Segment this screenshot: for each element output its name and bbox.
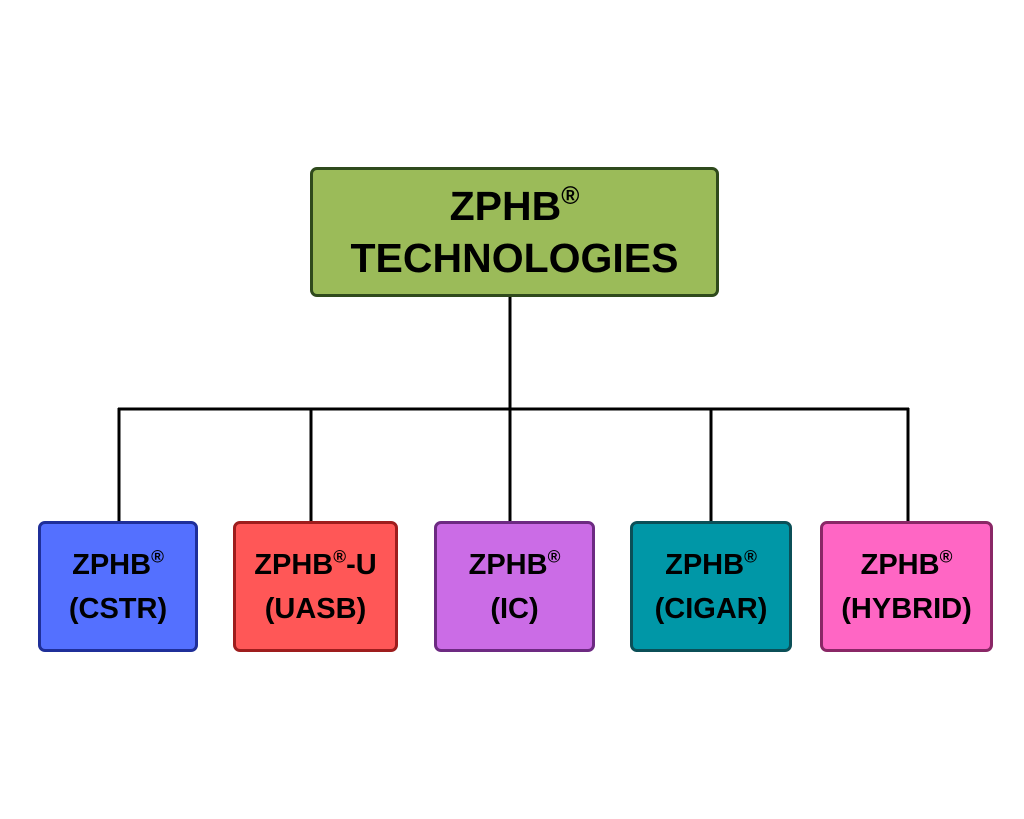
- child-node-line2: (IC): [490, 592, 539, 625]
- child-node-line2: (CSTR): [68, 592, 168, 625]
- child-node-line1: ZPHB®: [665, 546, 757, 581]
- child-node-line1: ZPHB®: [468, 546, 561, 581]
- child-node-cigar: ZPHB® (CIGAR): [630, 521, 792, 652]
- child-node-hybrid: ZPHB® (HYBRID): [820, 521, 993, 652]
- root-node-zphb-technologies: ZPHB® TECHNOLOGIES: [310, 167, 719, 297]
- child-node-line2: (HYBRID): [841, 592, 972, 625]
- child-node-line1: ZPHB®: [860, 546, 953, 581]
- child-node-cstr: ZPHB® (CSTR): [38, 521, 198, 652]
- child-node-ic: ZPHB® (IC): [434, 521, 595, 652]
- root-node-line2: TECHNOLOGIES: [350, 235, 679, 281]
- child-node-line2: (UASB): [264, 592, 367, 625]
- root-node-line1: ZPHB®: [449, 183, 580, 229]
- child-node-line2: (CIGAR): [654, 592, 768, 625]
- child-node-line1: ZPHB®-U: [254, 546, 377, 581]
- child-node-line1: ZPHB®: [72, 546, 164, 581]
- child-node-uasb: ZPHB®-U (UASB): [233, 521, 398, 652]
